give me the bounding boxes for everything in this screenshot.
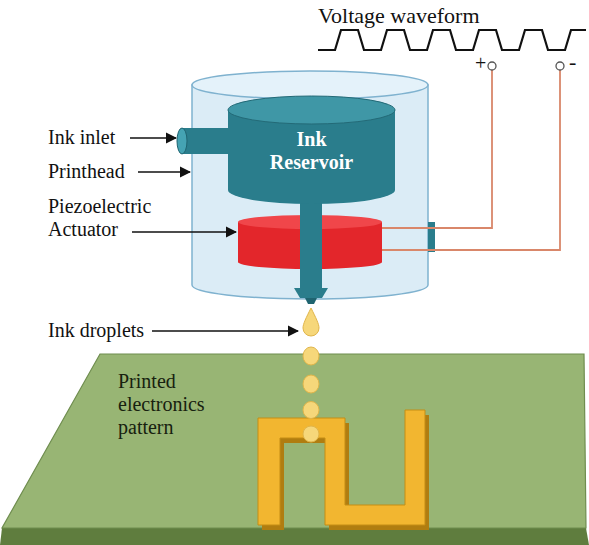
diagram-title-label: Voltage waveform bbox=[318, 3, 480, 28]
negative-wire bbox=[382, 70, 560, 250]
part-label: Ink inlet bbox=[48, 126, 115, 149]
positive-wire bbox=[382, 70, 492, 228]
substrate-board: Printed electronics pattern bbox=[0, 350, 589, 545]
negative-terminal bbox=[556, 62, 564, 70]
ink-droplets bbox=[303, 308, 319, 442]
ink-channel bbox=[294, 196, 328, 304]
voltage-waveform bbox=[318, 30, 586, 50]
housing-tab bbox=[428, 222, 435, 252]
ink-inlet-tube bbox=[177, 128, 232, 154]
terminal-sign: + bbox=[475, 52, 486, 75]
ink-reservoir: Ink Reservoir bbox=[228, 96, 395, 204]
part-label: Ink droplets bbox=[48, 319, 144, 342]
piezo-actuator bbox=[238, 215, 382, 269]
node-text: Printed electronics pattern bbox=[118, 370, 240, 439]
board-outline bbox=[0, 350, 589, 545]
part-label: Printhead bbox=[48, 160, 125, 183]
part-label: Piezoelectric Actuator bbox=[48, 195, 173, 241]
printhead-housing bbox=[192, 71, 435, 299]
terminal-sign: - bbox=[569, 49, 576, 74]
positive-terminal bbox=[488, 62, 496, 70]
node-text: Ink Reservoir bbox=[256, 128, 367, 174]
printed-pattern bbox=[258, 410, 429, 530]
